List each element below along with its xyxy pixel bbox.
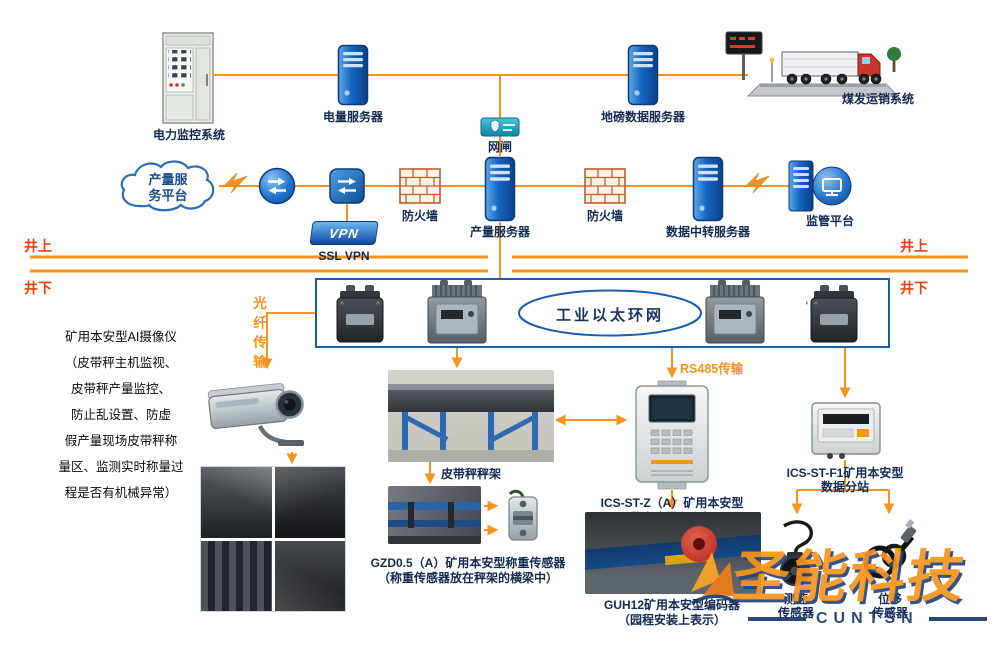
mine-surface-label-left: 井上 [24,238,52,254]
load-cell-icon [500,486,546,548]
belt-scale-photo [388,370,554,462]
speed-sensor-label-2: 传感器 [777,606,814,620]
ai-camera-icon [202,370,312,454]
ssl-vpn-label: SSL VPN [318,249,370,263]
supervision-label: 监管平台 [805,214,854,228]
fiber-transmission-label: 光纤传输 [251,296,266,374]
network-gap-label: 网闸 [487,140,512,154]
data-substation-label-1: ICS-ST-F1矿用本安型 [786,466,904,480]
data-substation-label-2: 数据分站 [820,480,869,494]
production-server-label: 产量服务器 [469,225,530,239]
production-cloud-label-line2: 务平台 [148,188,188,203]
supervision-monitor-icon [812,166,852,206]
belt-frame-underside-photo [388,486,481,544]
ai-camera-desc-line: 防止乱设置、防虚 [70,408,171,422]
power-server-icon [337,44,369,106]
ring-network-label: 工业以太环网 [555,307,664,324]
displacement-sensor-label-2: 传感器 [871,606,908,620]
power-server-label: 电量服务器 [322,110,383,124]
coal-shipping-label: 煤发运销系统 [841,92,914,106]
encoder-photo [585,512,761,594]
weighing-host-label-1: ICS-ST-Z（A）矿用本安型 [600,496,744,510]
ai-camera-description: 矿用本安型AI摄像仪 （皮带秤主机监视、 皮带秤产量监控、 防止乱设置、防虚 假… [50,324,192,506]
mine-underground-label-left: 井下 [24,280,52,296]
production-cloud-label-line1: 产量服 [148,172,188,187]
ai-camera-desc-line: 量区、监测实时称量过 [58,460,184,474]
data-substation-icon [810,400,882,460]
relay-server-icon [692,156,724,222]
displacement-sensor-icon [852,516,926,588]
router-icon [258,167,296,205]
isolation-barrier-icon-2 [424,280,490,346]
mine-surface-label-right: 井上 [900,238,928,254]
speed-sensor-icon [766,516,826,588]
rs485-transmission-label: RS485传输 [680,362,744,376]
camera-feed-cell [274,540,345,611]
relay-server-label: 数据中转服务器 [665,225,750,239]
encoder-label-2: （园程安装上表示） [617,613,726,627]
power-monitor-cabinet-icon [162,32,214,124]
ai-camera-desc-line: 程是否有机械异常） [64,486,178,500]
ai-camera-desc-line: 皮带秤产量监控、 [70,382,171,396]
mine-divider-lines [30,255,968,273]
production-server-icon [484,156,516,222]
lightning-icon [222,172,770,194]
load-cell-label-2: （称重传感器放在秤架的横梁中） [377,571,558,585]
weighing-host-icon [628,380,716,490]
vpn-device-icon: VPN [309,221,379,245]
coal-shipping-system-icon [722,26,904,102]
ring-network-ellipse [516,289,704,337]
power-monitor-label: 电力监控系统 [152,128,225,142]
supervision-rack-icon [788,160,814,212]
switch-icon [329,168,365,204]
load-cell-label-1: GZD0.5（A）矿用本安型称重传感器 [370,556,566,570]
ai-camera-title: 矿用本安型AI摄像仪 [65,330,177,344]
ring-network-box [315,278,890,348]
weighbridge-server-label: 地磅数据服务器 [600,110,685,124]
isolation-barrier-icon-4 [806,284,862,344]
encoder-label-1: GUH12矿用本安型编码器 [603,598,740,612]
isolation-barrier-icon-3 [702,280,768,346]
ai-camera-desc-line: （皮带秤主机监视、 [64,356,178,370]
weighbridge-server-icon [627,44,659,106]
vpn-badge: VPN [328,225,360,241]
network-gap-device-icon [480,116,520,138]
firewall-right-label: 防火墙 [586,209,623,223]
displacement-sensor-label-1: 位移 [877,592,902,606]
camera-feed-cell [274,467,345,538]
isolation-barrier-icon-1 [332,284,388,344]
firewall-right-icon [584,168,626,204]
belt-scale-label: 皮带秤秤架 [440,467,501,481]
speed-sensor-label-1: 测速 [783,592,808,606]
ai-camera-desc-line: 假产量现场皮带秤称 [64,434,178,448]
mine-underground-label-right: 井下 [900,280,928,296]
firewall-left-label: 防火墙 [401,209,438,223]
camera-feed-cell [201,467,272,538]
camera-feed-grid [200,466,346,612]
camera-feed-cell [201,540,272,611]
production-cloud-icon: 产量服 务平台 [115,157,221,215]
firewall-left-icon [399,168,441,204]
